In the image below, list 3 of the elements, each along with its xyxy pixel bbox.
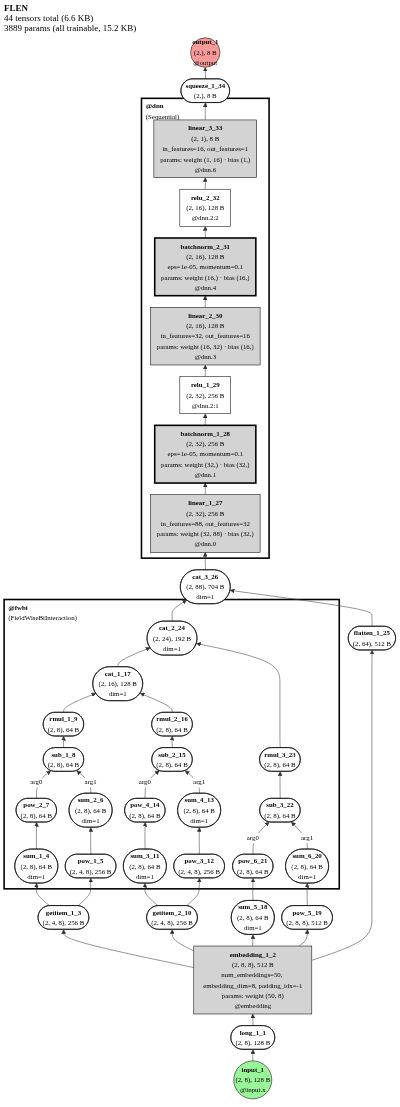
stats-note: 44 tensors total (6.6 KB) (4, 13, 95, 23)
diagram-title: FLEN (4, 3, 29, 13)
stats-note: 3889 params (all trainable, 15.2 KB) (4, 23, 138, 33)
